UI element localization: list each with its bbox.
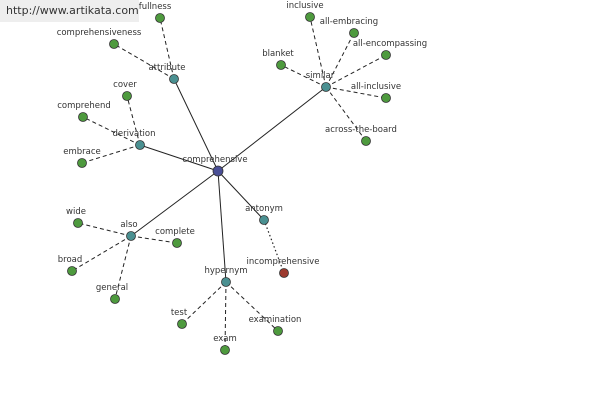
word-label-embrace[interactable]: embrace <box>63 147 101 157</box>
edge-across-the-board <box>325 86 367 142</box>
word-label-comprehend[interactable]: comprehend <box>57 101 111 111</box>
word-node-cover[interactable] <box>122 91 132 101</box>
relation-label-hypernym[interactable]: hypernym <box>204 266 247 276</box>
edge-general <box>114 235 132 300</box>
graph-labels: comprehensive attribute similar derivation a… <box>57 1 428 344</box>
graph-edges <box>71 16 387 351</box>
word-label-blanket[interactable]: blanket <box>262 49 294 59</box>
edge-also <box>130 170 219 237</box>
relation-label-also[interactable]: also <box>120 220 137 230</box>
relation-label-attribute[interactable]: attribute <box>148 63 185 73</box>
edge-all-encompassing <box>325 54 387 88</box>
word-label-comprehensiveness[interactable]: comprehensiveness <box>57 28 142 38</box>
relation-node-attribute[interactable] <box>169 74 179 84</box>
edge-wide <box>77 222 132 237</box>
word-node-complete[interactable] <box>172 238 182 248</box>
relation-label-similar[interactable]: similar <box>306 71 335 81</box>
word-label-all-inclusive[interactable]: all-inclusive <box>351 82 401 92</box>
relation-node-derivation[interactable] <box>135 140 145 150</box>
word-label-all-encompassing[interactable]: all-encompassing <box>353 39 427 49</box>
edge-hypernym <box>217 170 227 283</box>
word-label-general[interactable]: general <box>96 283 128 293</box>
word-node-across-the-board[interactable] <box>361 136 371 146</box>
word-node-embrace[interactable] <box>77 158 87 168</box>
word-node-wide[interactable] <box>73 218 83 228</box>
word-label-all-embracing[interactable]: all-embracing <box>320 17 378 27</box>
relation-node-similar[interactable] <box>321 82 331 92</box>
center-node-comprehensive[interactable] <box>212 165 224 177</box>
graph-nodes <box>67 12 391 355</box>
word-node-incomprehensive[interactable] <box>279 268 289 278</box>
word-node-blanket[interactable] <box>276 60 286 70</box>
edge-cover <box>126 95 141 146</box>
word-label-exam[interactable]: exam <box>213 334 237 344</box>
relation-node-hypernym[interactable] <box>221 277 231 287</box>
edge-examination <box>225 281 279 332</box>
word-node-inclusive[interactable] <box>305 12 315 22</box>
edge-complete <box>130 235 178 244</box>
relation-node-also[interactable] <box>126 231 136 241</box>
word-label-inclusive[interactable]: inclusive <box>286 1 323 11</box>
word-label-across-the-board[interactable]: across-the-board <box>325 125 397 135</box>
edge-all-embracing <box>325 32 355 88</box>
edge-incomprehensive <box>263 219 285 274</box>
word-node-exam[interactable] <box>220 345 230 355</box>
edge-blanket <box>280 64 327 88</box>
word-label-wide[interactable]: wide <box>66 207 86 217</box>
word-label-cover[interactable]: cover <box>113 80 137 90</box>
word-node-comprehend[interactable] <box>78 112 88 122</box>
source-url-banner[interactable]: http://www.artikata.com <box>0 0 139 22</box>
relation-label-derivation[interactable]: derivation <box>112 129 155 139</box>
word-node-all-inclusive[interactable] <box>381 93 391 103</box>
word-node-general[interactable] <box>110 294 120 304</box>
relation-node-antonym[interactable] <box>259 215 269 225</box>
edge-comprehend <box>82 116 141 146</box>
word-node-comprehensiveness[interactable] <box>109 39 119 49</box>
word-node-broad[interactable] <box>67 266 77 276</box>
edge-comprehensiveness <box>113 43 175 80</box>
edge-fullness <box>159 17 175 80</box>
edge-inclusive <box>309 16 327 88</box>
edge-all-inclusive <box>325 86 387 99</box>
edge-antonym <box>217 170 265 221</box>
word-label-test[interactable]: test <box>171 308 188 318</box>
word-label-broad[interactable]: broad <box>58 255 83 265</box>
word-label-examination[interactable]: examination <box>249 315 302 325</box>
word-label-incomprehensive[interactable]: incomprehensive <box>247 257 320 267</box>
relation-label-antonym[interactable]: antonym <box>245 204 283 214</box>
word-node-examination[interactable] <box>273 326 283 336</box>
edge-broad <box>71 235 132 272</box>
word-label-fullness[interactable]: fullness <box>139 2 172 12</box>
edge-derivation <box>139 144 219 172</box>
word-label-complete[interactable]: complete <box>155 227 195 237</box>
edge-embrace <box>81 144 141 164</box>
edge-attribute <box>173 78 219 172</box>
edge-exam <box>224 281 227 351</box>
center-label[interactable]: comprehensive <box>182 155 247 165</box>
word-node-all-embracing[interactable] <box>349 28 359 38</box>
edge-similar <box>217 86 327 172</box>
word-node-all-encompassing[interactable] <box>381 50 391 60</box>
word-node-test[interactable] <box>177 319 187 329</box>
word-node-fullness[interactable] <box>155 13 165 23</box>
edge-test <box>181 281 227 325</box>
